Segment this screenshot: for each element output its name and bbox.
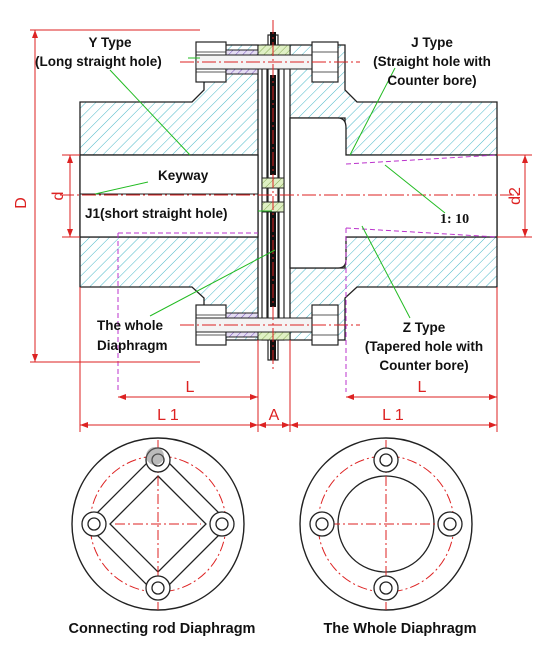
label-z-type-desc2: Counter bore) xyxy=(379,358,468,373)
label-j-type-title: J Type xyxy=(411,35,453,50)
label-whole-diaphragm-1: The whole xyxy=(97,318,163,333)
label-keyway: Keyway xyxy=(158,168,209,183)
dim-L1-right: L 1 xyxy=(382,407,404,424)
diaphragm-disc-right xyxy=(278,44,285,341)
leader-lines xyxy=(94,57,446,319)
dim-L-left: L xyxy=(186,379,195,396)
label-j-type-desc1: (Straight hole with xyxy=(373,54,491,69)
label-j-type-desc2: Counter bore) xyxy=(387,73,476,88)
labels: Y Type (Long straight hole) J Type (Stra… xyxy=(35,35,491,373)
label-taper-ratio: 1: 10 xyxy=(440,212,469,227)
dim-A: A xyxy=(269,407,280,424)
label-y-type-title: Y Type xyxy=(88,35,132,50)
taper-outline xyxy=(345,154,498,392)
label-whole-diaphragm-2: Diaphragm xyxy=(97,338,168,353)
dimension-texts: D d d2 L L L 1 A L 1 xyxy=(13,187,524,424)
dim-d2: d2 xyxy=(507,187,524,205)
dim-L1-left: L 1 xyxy=(157,407,179,424)
j1-hole-outline xyxy=(117,232,258,392)
label-z-type-title: Z Type xyxy=(403,320,446,335)
dim-d: d xyxy=(50,192,67,201)
caption-whole-diaphragm: The Whole Diaphragm xyxy=(323,621,476,637)
dim-L-right: L xyxy=(418,379,427,396)
whole-diaphragm-view xyxy=(299,437,473,611)
right-view-bolts xyxy=(309,447,463,601)
bottom-bolt xyxy=(195,304,339,346)
left-bore xyxy=(79,154,259,238)
dimension-lines xyxy=(30,29,532,432)
label-z-type-desc1: (Tapered hole with xyxy=(365,339,483,354)
dim-D: D xyxy=(13,197,30,209)
label-y-type-desc: (Long straight hole) xyxy=(35,54,162,69)
diaphragm-disc-left xyxy=(261,44,268,341)
center-lines xyxy=(60,20,520,372)
connecting-rod-diaphragm-view xyxy=(71,437,245,611)
label-j1-type: J1(short straight hole) xyxy=(85,206,228,221)
caption-connecting-rod: Connecting rod Diaphragm xyxy=(69,621,256,637)
